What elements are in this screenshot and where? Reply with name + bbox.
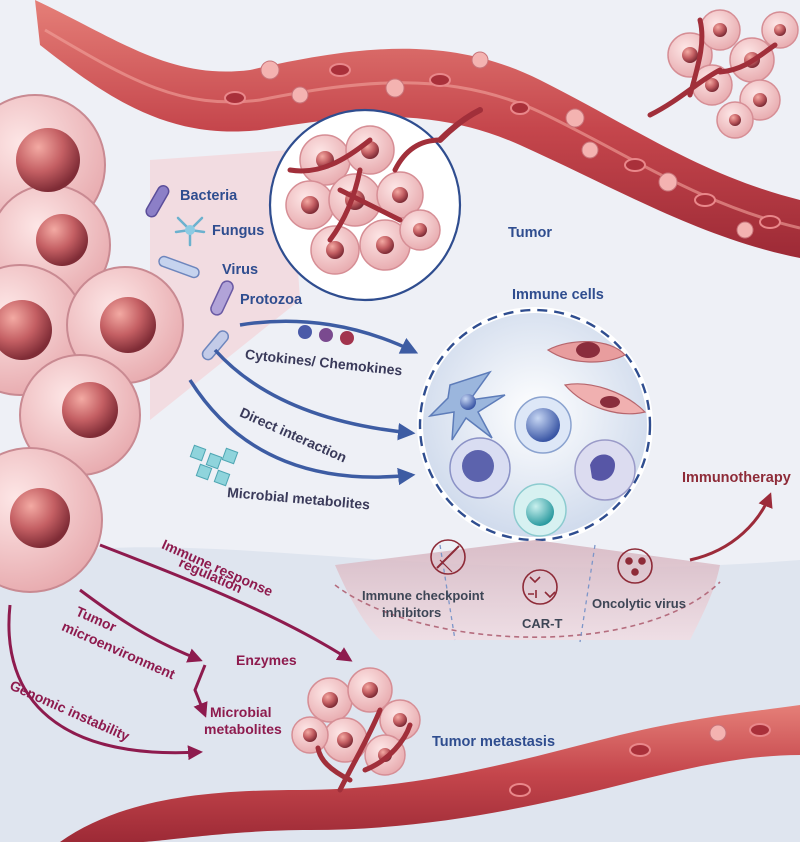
label-microbial: Microbial bbox=[210, 704, 272, 720]
bottom-blood-vessel bbox=[60, 705, 800, 842]
label-protozoa: Protozoa bbox=[240, 292, 303, 308]
label-immunotherapy: Immunotherapy bbox=[682, 470, 791, 486]
magenta-arrows bbox=[7, 543, 353, 761]
tumor-zoom-circle bbox=[268, 107, 483, 302]
fungus-icon bbox=[174, 216, 206, 247]
left-tumor-cells bbox=[0, 94, 184, 593]
label-virus: Virus bbox=[222, 262, 259, 278]
immune-cells-circle bbox=[417, 307, 653, 543]
cytokine-dots bbox=[298, 325, 354, 345]
syringe-icon bbox=[430, 539, 466, 575]
label-immune-cells: Immune cells bbox=[512, 287, 604, 303]
immunotherapy-arrow bbox=[689, 492, 773, 562]
label-enzymes: Enzymes bbox=[236, 652, 297, 668]
therapy-fan bbox=[334, 539, 721, 643]
label-car-t: CAR-T bbox=[522, 616, 563, 631]
top-right-tumor-cluster bbox=[647, 9, 799, 139]
label-checkpoint-1: Immune checkpoint bbox=[362, 588, 485, 603]
label-metabolites: metabolites bbox=[204, 721, 282, 737]
car-t-icon bbox=[522, 569, 558, 605]
oncolytic-virus-icon bbox=[617, 548, 653, 584]
metastasis-tumor bbox=[291, 667, 421, 793]
label-fungus: Fungus bbox=[212, 223, 265, 239]
label-checkpoint-2: inhibitors bbox=[382, 605, 442, 620]
metabolite-cubes bbox=[189, 444, 239, 487]
label-tumor-metastasis: Tumor metastasis bbox=[432, 734, 556, 750]
label-tumor: Tumor bbox=[508, 225, 553, 241]
label-oncolytic-virus: Oncolytic virus bbox=[592, 596, 686, 611]
virus-icon bbox=[158, 255, 200, 279]
label-bacteria: Bacteria bbox=[180, 188, 238, 204]
protozoa-icon bbox=[201, 280, 234, 361]
top-blood-vessel bbox=[35, 0, 800, 258]
bacteria-icon bbox=[145, 185, 170, 218]
blue-arrows bbox=[188, 319, 419, 486]
